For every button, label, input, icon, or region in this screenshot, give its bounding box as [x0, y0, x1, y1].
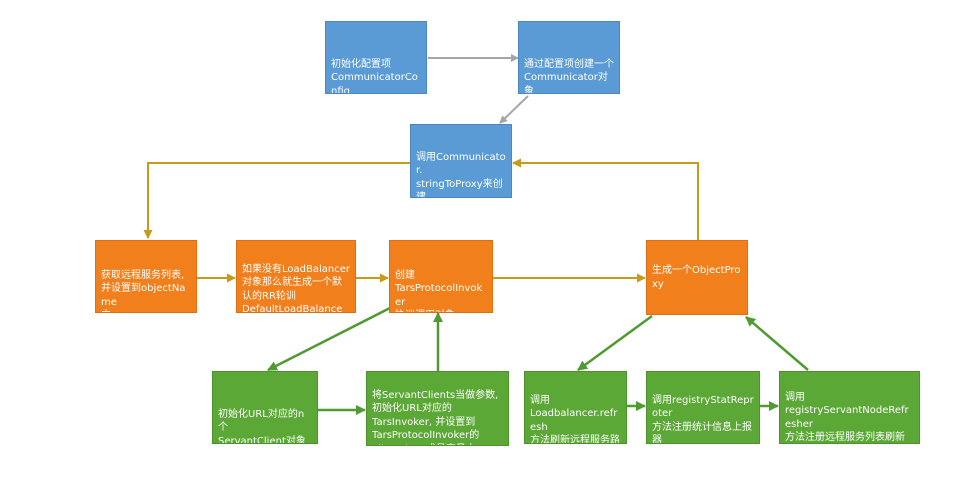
- node-create-communicator: 通过配置项创建一个 Communicator对象: [518, 21, 620, 94]
- node-loadbalancer-refresh-label: 调用 Loadbalancer.refresh 方法刷新远程服务路 由结构: [530, 394, 620, 444]
- node-init-tars-invoker: 将ServantClients当做参数, 初始化URL对应的 TarsInvok…: [366, 371, 509, 446]
- node-init-servant-clients-label: 初始化URL对应的n个 ServantClient对象: [218, 408, 306, 444]
- node-string-to-proxy: 调用Communicator. stringToProxy来创建 代理对象: [410, 124, 512, 198]
- node-fetch-service-list-label: 获取远程服务列表, 并设置到objectName 中: [101, 269, 186, 313]
- arrow-objectproxy-to-refresh: [577, 314, 653, 372]
- node-create-invoker-label: 创建 TarsProtocolInvoker 协议调用对象: [395, 269, 483, 313]
- node-default-loadbalancer-label: 如果没有LoadBalancer 对象那么就生成一个默 认的RR轮训 Defau…: [242, 263, 350, 313]
- node-default-loadbalancer: 如果没有LoadBalancer 对象那么就生成一个默 认的RR轮训 Defau…: [236, 240, 356, 313]
- arrow-stringtoproxy-to-fetch-list: [143, 162, 410, 239]
- node-init-servant-clients: 初始化URL对应的n个 ServantClient对象: [212, 371, 318, 444]
- node-init-tars-invoker-label: 将ServantClients当做参数, 初始化URL对应的 TarsInvok…: [372, 389, 499, 446]
- arrow-communicator-to-stringtoproxy: [499, 95, 529, 124]
- arrow-noderefresher-to-objectproxy: [745, 316, 809, 371]
- node-register-stat-reporter-label: 调用registryStatReproter 方法注册统计信息上报器: [652, 394, 754, 444]
- node-create-communicator-label: 通过配置项创建一个 Communicator对象: [524, 58, 614, 94]
- node-fetch-service-list: 获取远程服务列表, 并设置到objectName 中: [95, 240, 197, 313]
- node-register-node-refresher: 调用 registryServantNodeRefresher 方法注册远程服务…: [779, 371, 920, 444]
- node-create-invoker: 创建 TarsProtocolInvoker 协议调用对象: [389, 240, 493, 313]
- node-register-stat-reporter: 调用registryStatReproter 方法注册统计信息上报器: [646, 371, 760, 444]
- node-loadbalancer-refresh: 调用 Loadbalancer.refresh 方法刷新远程服务路 由结构: [524, 371, 627, 444]
- arrow-invoker-to-servantclients: [267, 306, 391, 372]
- node-string-to-proxy-label: 调用Communicator. stringToProxy来创建 代理对象: [416, 151, 506, 198]
- node-register-node-refresher-label: 调用 registryServantNodeRefresher 方法注册远程服务…: [785, 391, 909, 444]
- node-generate-objectproxy: 生成一个ObjectProxy: [646, 240, 748, 315]
- node-init-config-label: 初始化配置项 CommunicatorConfig: [331, 58, 418, 94]
- node-init-config: 初始化配置项 CommunicatorConfig: [325, 21, 427, 94]
- arrow-objectproxy-to-stringtoproxy: [512, 158, 699, 240]
- node-generate-objectproxy-label: 生成一个ObjectProxy: [652, 265, 741, 290]
